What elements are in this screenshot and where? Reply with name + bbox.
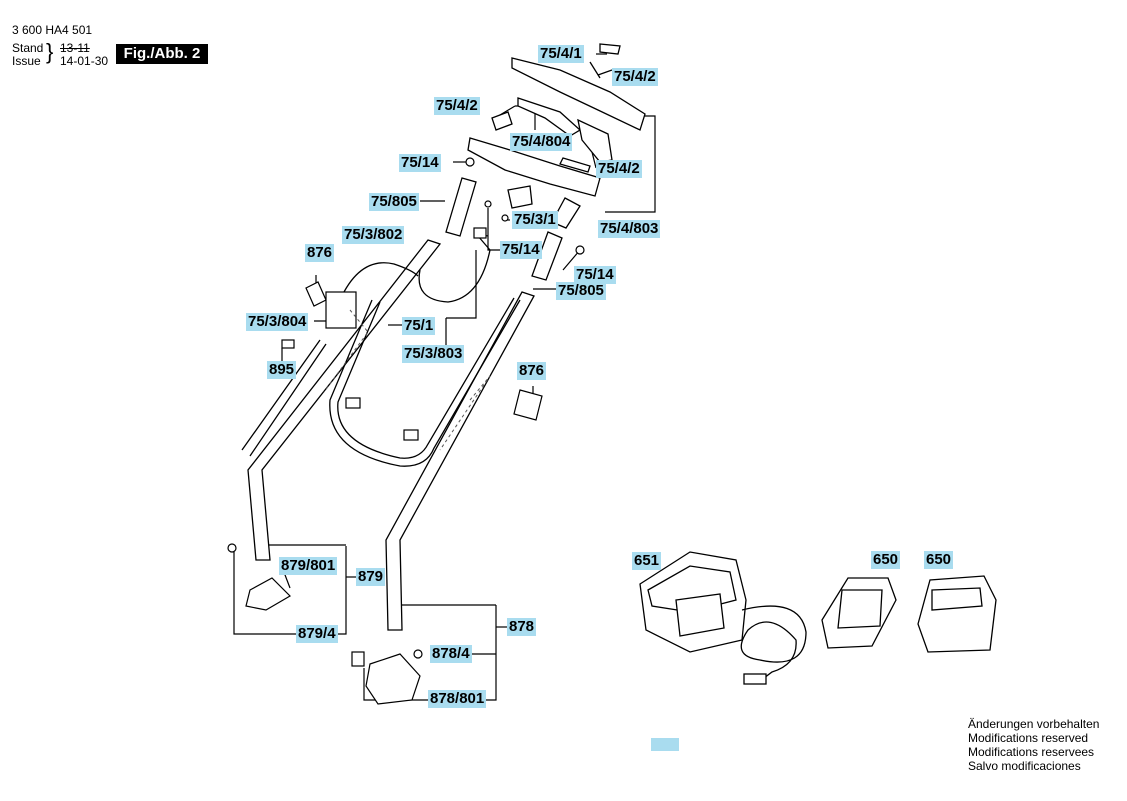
leader-line xyxy=(445,250,477,346)
part-label-75-3-804: 75/3/804 xyxy=(246,313,309,331)
part-label-878-4: 878/4 xyxy=(430,645,472,663)
part-label-876: 876 xyxy=(517,362,547,380)
part-label-75-4-2: 75/4/2 xyxy=(612,68,658,86)
note-it: Salvo modificaciones xyxy=(968,759,1081,773)
part-label-651: 651 xyxy=(632,552,662,570)
handle-cover-right xyxy=(577,118,613,163)
note-en: Modifications reserved xyxy=(968,731,1089,745)
document-number: 3 600 HA4 501 xyxy=(12,23,93,37)
lock-knobs xyxy=(305,281,543,421)
leader-line xyxy=(233,546,347,635)
part-label-75-1: 75/1 xyxy=(402,317,436,335)
handle-cover-left xyxy=(517,97,582,137)
modifications-note: Änderungen vorbehalten Modifications res… xyxy=(968,717,1099,773)
part-label-75-14: 75/14 xyxy=(574,266,616,284)
handle-cover-top xyxy=(511,57,646,131)
part-label-75-3-1: 75/3/1 xyxy=(512,211,558,229)
part-label-879-801: 879/801 xyxy=(279,557,338,575)
part-label-650: 650 xyxy=(871,551,901,569)
battery-large-illustration xyxy=(917,575,997,653)
handle-crossbar xyxy=(467,137,601,197)
part-label-876: 876 xyxy=(305,244,335,262)
leader-line xyxy=(597,69,613,76)
part-label-75-4-2: 75/4/2 xyxy=(434,97,480,115)
part-label-879: 879 xyxy=(356,568,386,586)
old-date: 13-11 xyxy=(60,41,90,55)
part-label-75-14: 75/14 xyxy=(500,241,542,259)
part-label-895: 895 xyxy=(267,361,297,379)
leader-line xyxy=(591,151,597,169)
clip-part xyxy=(559,157,591,173)
note-fr: Modifications reservees xyxy=(968,745,1095,759)
part-label-75-3-803: 75/3/803 xyxy=(402,345,465,363)
figure-label: Fig./Abb. 2 xyxy=(116,44,208,64)
stand-label: Stand xyxy=(12,41,44,55)
lower-brackets xyxy=(245,577,421,705)
assembly-guides xyxy=(323,309,491,451)
fasteners xyxy=(227,157,585,659)
part-label-878: 878 xyxy=(507,618,537,636)
leader-line xyxy=(605,115,656,213)
switch-lever xyxy=(599,43,621,55)
part-label-878-801: 878/801 xyxy=(428,690,487,708)
upper-handle-assembly xyxy=(467,43,646,209)
part-label-75-4-1: 75/4/1 xyxy=(538,45,584,63)
handle-tubes xyxy=(241,177,581,631)
part-label-650: 650 xyxy=(924,551,954,569)
issue-date: 14-01-30 xyxy=(60,54,109,68)
brace-icon: } xyxy=(46,39,54,64)
blank-highlight xyxy=(651,738,679,751)
part-label-75-4-2: 75/4/2 xyxy=(596,160,642,178)
part-label-75-3-802: 75/3/802 xyxy=(342,226,405,244)
charger-illustration xyxy=(639,551,807,685)
switch-box xyxy=(507,185,533,209)
part-label-75-805: 75/805 xyxy=(556,282,606,300)
part-label-75-805: 75/805 xyxy=(369,193,419,211)
note-de: Änderungen vorbehalten xyxy=(968,717,1100,731)
part-label-75-14: 75/14 xyxy=(399,154,441,172)
issue-label: Issue xyxy=(12,54,41,68)
clip-part xyxy=(491,111,513,131)
part-label-879-4: 879/4 xyxy=(296,625,338,643)
battery-small-illustration xyxy=(821,577,897,649)
part-label-75-4-804: 75/4/804 xyxy=(510,133,573,151)
pin-part xyxy=(589,61,601,79)
part-label-75-4-803: 75/4/803 xyxy=(598,220,661,238)
